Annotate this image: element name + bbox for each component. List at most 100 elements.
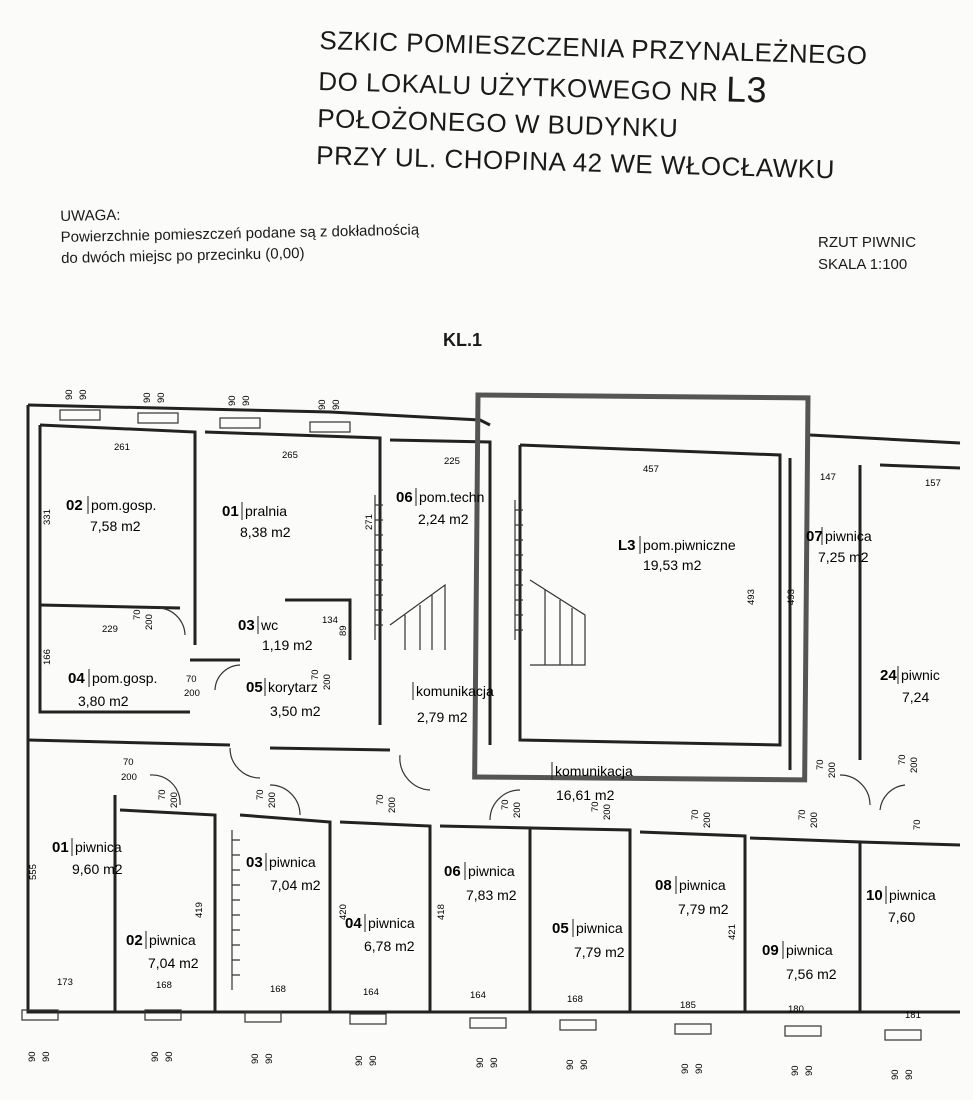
room-area: 7,79 m2	[678, 901, 729, 917]
dim-261: 261	[114, 442, 130, 453]
room-dimensions: 261 265 225 457 147 157 331 271 229 166 …	[28, 442, 941, 1021]
dim-200: 200	[144, 614, 155, 630]
room-area: 7,24	[902, 689, 929, 705]
room-number: L3	[618, 537, 636, 554]
room-komunikacja-large: komunikacja 16,61 m2	[551, 762, 633, 803]
room-01-pralnia: 01 pralnia 8,38 m2	[222, 502, 291, 540]
duct-column	[374, 495, 383, 640]
wall-tech	[389, 438, 492, 745]
dim-70: 70	[310, 669, 321, 680]
dim-200: 200	[809, 812, 820, 828]
room-number: 09	[762, 942, 779, 959]
outer-wall	[26, 405, 960, 1014]
room-number: 01	[222, 503, 239, 520]
door-swing	[839, 774, 871, 806]
floor-label: KL.1	[443, 330, 483, 350]
room-05-piwnica: 05 piwnica 7,79 m2	[552, 919, 625, 960]
north-wall-right	[809, 433, 961, 445]
dim-90: 90	[27, 1051, 38, 1062]
vent-ducts	[231, 495, 523, 990]
dim-168: 168	[567, 994, 583, 1005]
window	[469, 1017, 507, 1029]
room-09-piwnica: 09 piwnica 7,56 m2	[762, 941, 837, 982]
stairs	[389, 579, 586, 666]
dim-185: 185	[680, 1000, 696, 1011]
room-10-piwnica: 10 piwnica 7,60	[866, 886, 936, 925]
dim-89: 89	[338, 625, 349, 636]
room-area: 9,60 m2	[72, 861, 123, 877]
dim-265: 265	[282, 450, 298, 461]
dim-493: 493	[786, 589, 797, 605]
dim-229: 229	[102, 624, 118, 635]
wall-piwnica24	[879, 463, 961, 470]
dim-418: 418	[436, 904, 447, 920]
door-swing	[149, 774, 181, 806]
window	[674, 1023, 712, 1035]
dim-90: 90	[241, 395, 252, 406]
room-24-piwnica: 24 piwnic 7,24	[880, 666, 940, 705]
dim-90: 90	[331, 399, 342, 410]
dim-166: 166	[42, 649, 53, 665]
room-area: 19,53 m2	[643, 557, 702, 573]
room-02-pom-gosp: 02 pom.gosp. 7,58 m2	[66, 496, 156, 534]
window	[784, 1025, 822, 1037]
dim-70: 70	[690, 809, 701, 820]
dim-90: 90	[368, 1055, 379, 1066]
walls	[26, 403, 961, 1014]
door-swing	[879, 784, 906, 811]
room-name: pom.gosp.	[91, 497, 156, 513]
room-name: piwnica	[889, 887, 936, 903]
dim-164: 164	[363, 987, 379, 998]
wall-corridor-south-a	[27, 738, 231, 747]
dim-200: 200	[267, 792, 278, 808]
wall-piwnica10	[859, 840, 961, 847]
wall-piwnica09	[749, 836, 862, 1012]
dim-70: 70	[797, 809, 808, 820]
dim-90: 90	[579, 1059, 590, 1070]
room-name: pom.piwniczne	[643, 537, 736, 553]
dim-173: 173	[57, 977, 73, 988]
door-dimensions: 70 200 70 200 70 200 70 200 70 200 70 20…	[121, 609, 923, 830]
window	[349, 1013, 387, 1025]
room-02-piwnica: 02 piwnica 7,04 m2	[126, 931, 199, 971]
room-03-piwnica: 03 piwnica 7,04 m2	[246, 853, 321, 893]
room-name: piwnica	[679, 877, 726, 893]
room-name: pralnia	[245, 503, 287, 519]
room-name: piwnica	[576, 920, 623, 936]
plan-type: RZUT PIWNIC	[818, 234, 917, 251]
room-01-piwnica: 01 piwnica 9,60 m2	[52, 838, 123, 877]
dim-200: 200	[184, 688, 200, 699]
dim-70: 70	[590, 801, 601, 812]
dim-90: 90	[264, 1053, 275, 1064]
wall-west-upper	[38, 425, 190, 714]
room-06-pom-techn: 06 pom.techn 2,24 m2	[396, 488, 484, 527]
room-area: 7,60	[888, 909, 915, 925]
north-wall-left	[27, 403, 491, 427]
room-area: 7,79 m2	[574, 944, 625, 960]
room-area: 7,04 m2	[148, 955, 199, 971]
room-name: piwnica	[468, 863, 515, 879]
room-area: 6,78 m2	[364, 938, 415, 954]
dim-168: 168	[156, 980, 172, 991]
wall-piwnica05	[529, 826, 632, 1012]
dim-200: 200	[512, 802, 523, 818]
dim-200: 200	[602, 804, 613, 820]
dim-90: 90	[317, 399, 328, 410]
dim-200: 200	[121, 772, 137, 783]
dim-421: 421	[727, 924, 738, 940]
window	[137, 412, 179, 424]
room-03-wc: 03 wc 1,19 m2	[238, 616, 313, 653]
scale-block: RZUT PIWNIC SKALA 1:100	[818, 232, 916, 276]
wall-piwnica02	[119, 808, 217, 1012]
window-dimensions: 90 90 90 90 90 90 90 90 90 90 90 90 90 9…	[27, 389, 915, 1080]
room-name: pom.gosp.	[92, 670, 157, 686]
dim-90: 90	[64, 389, 75, 400]
dim-70: 70	[123, 757, 134, 768]
dim-70: 70	[912, 819, 923, 830]
room-name: korytarz	[268, 679, 318, 695]
dim-70: 70	[500, 799, 511, 810]
plan-scale: SKALA 1:100	[818, 256, 908, 273]
wall-room02	[39, 423, 197, 645]
windows-bottom	[21, 1009, 922, 1041]
